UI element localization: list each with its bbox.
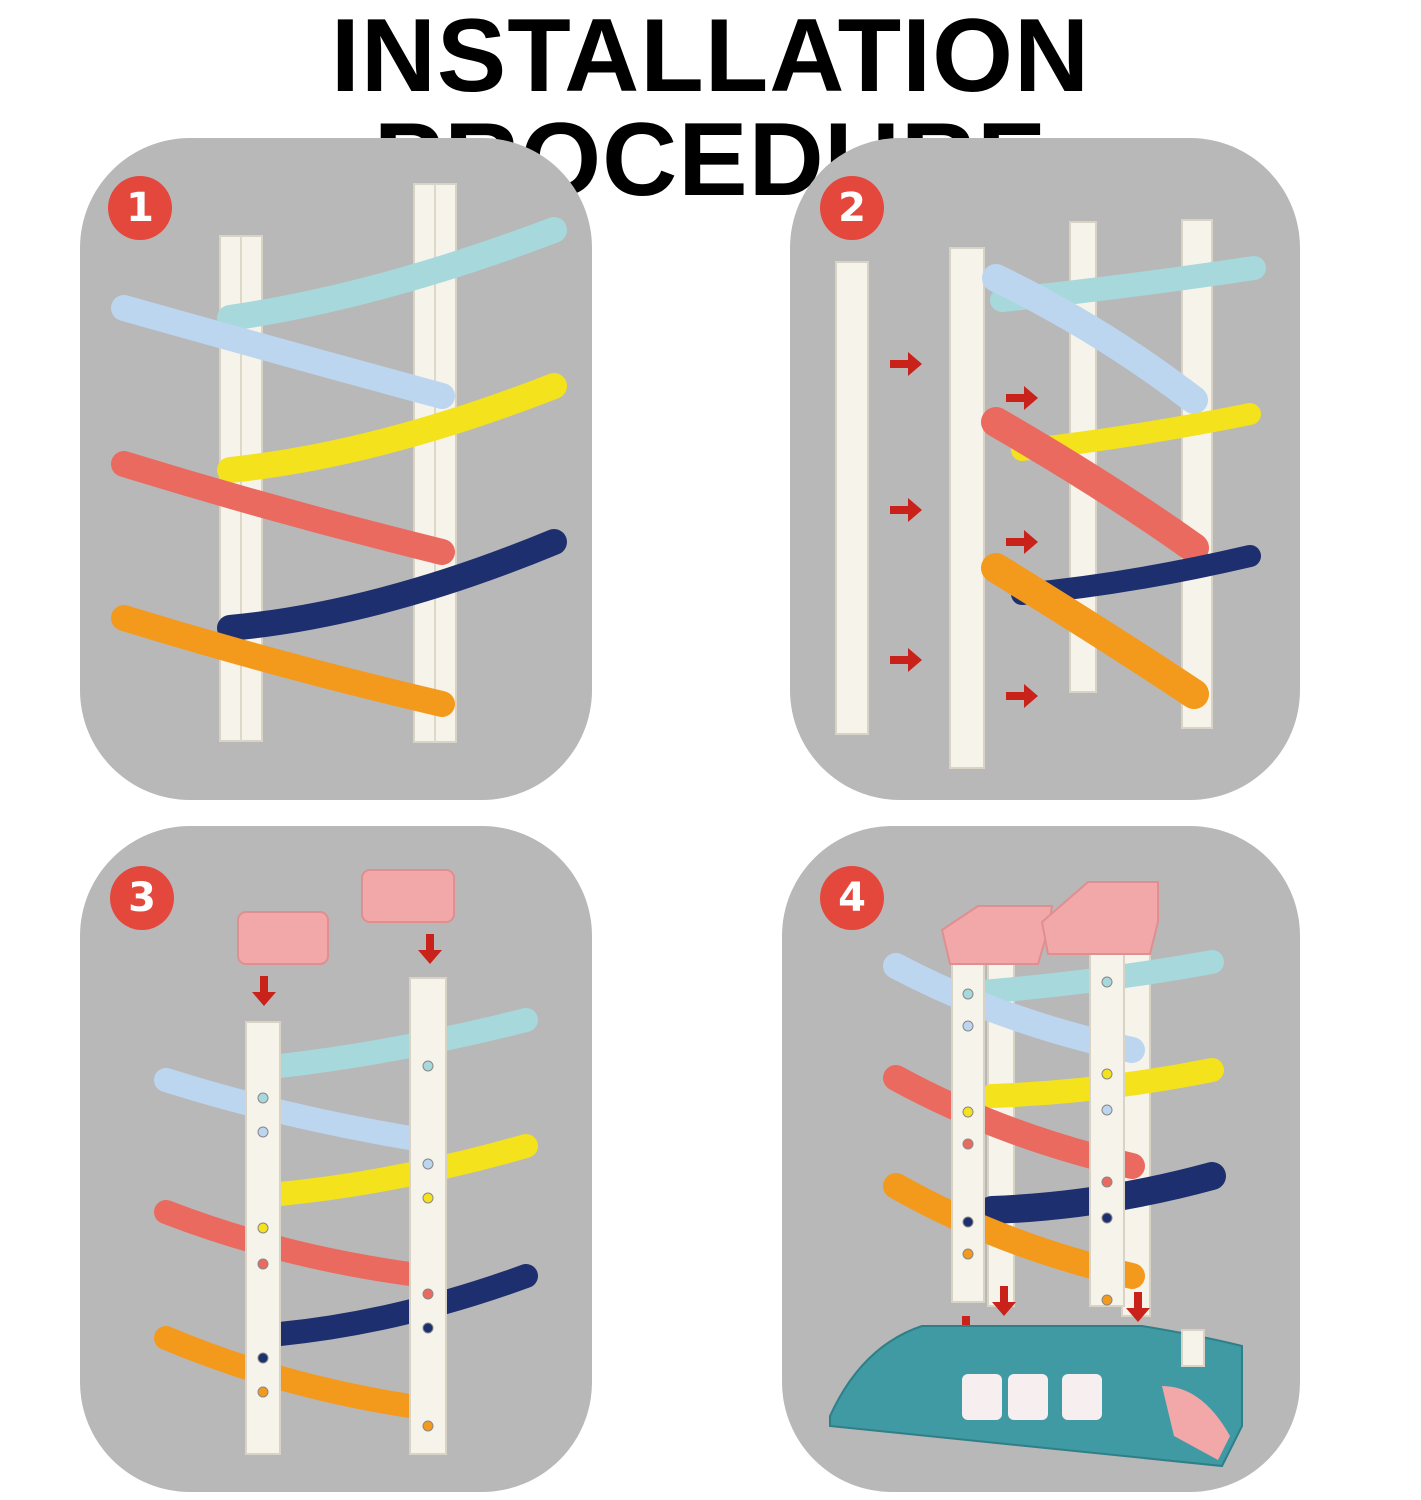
track-yellow (268, 1134, 538, 1206)
post-front-right (1089, 945, 1125, 1307)
roof-cap-left (940, 905, 1054, 965)
track-orange (111, 605, 455, 717)
garage-pink-ramp (1162, 1386, 1230, 1460)
track-orange (981, 553, 1209, 709)
step-badge: 4 (820, 866, 884, 930)
track-navy (268, 1264, 538, 1346)
step-3-panel: 3 (80, 826, 592, 1492)
track-lightblue (111, 295, 455, 409)
garage-door-1 (962, 1374, 1002, 1420)
step-2-illustration (835, 219, 1266, 769)
step-1-illustration (111, 183, 567, 743)
track-red (154, 1200, 422, 1286)
track-yellow (217, 373, 567, 483)
step-badge: 2 (820, 176, 884, 240)
track-red (981, 407, 1209, 563)
garage-door-3 (1062, 1374, 1102, 1420)
track-teal (268, 1008, 538, 1078)
track-teal (217, 217, 567, 331)
step-1-panel: 1 (80, 138, 592, 800)
post-left (245, 1021, 281, 1455)
post-right (409, 977, 447, 1455)
roof-cap-left (237, 911, 329, 965)
roof-cap-right (361, 869, 455, 923)
post-loose-2 (949, 247, 985, 769)
track-navy (217, 529, 567, 641)
step-3-illustration (154, 869, 538, 1455)
step-4-panel: 4 (782, 826, 1300, 1492)
track-lightblue (982, 264, 1208, 414)
track-lightblue (154, 1068, 422, 1150)
step-badge: 1 (108, 176, 172, 240)
step-4-illustration (829, 881, 1243, 1468)
red-arrow-icon (890, 352, 1038, 708)
garage-door-2 (1008, 1374, 1048, 1420)
garage-flag (1181, 1329, 1205, 1367)
track-red (111, 451, 455, 565)
track-orange (154, 1326, 422, 1418)
red-arrow-icon (252, 934, 442, 1006)
step-2-panel: 2 (790, 138, 1300, 800)
post-loose-1 (835, 261, 869, 735)
post-back-right (1181, 219, 1213, 729)
roof-cap-right (1040, 881, 1159, 955)
step-badge: 3 (110, 866, 174, 930)
